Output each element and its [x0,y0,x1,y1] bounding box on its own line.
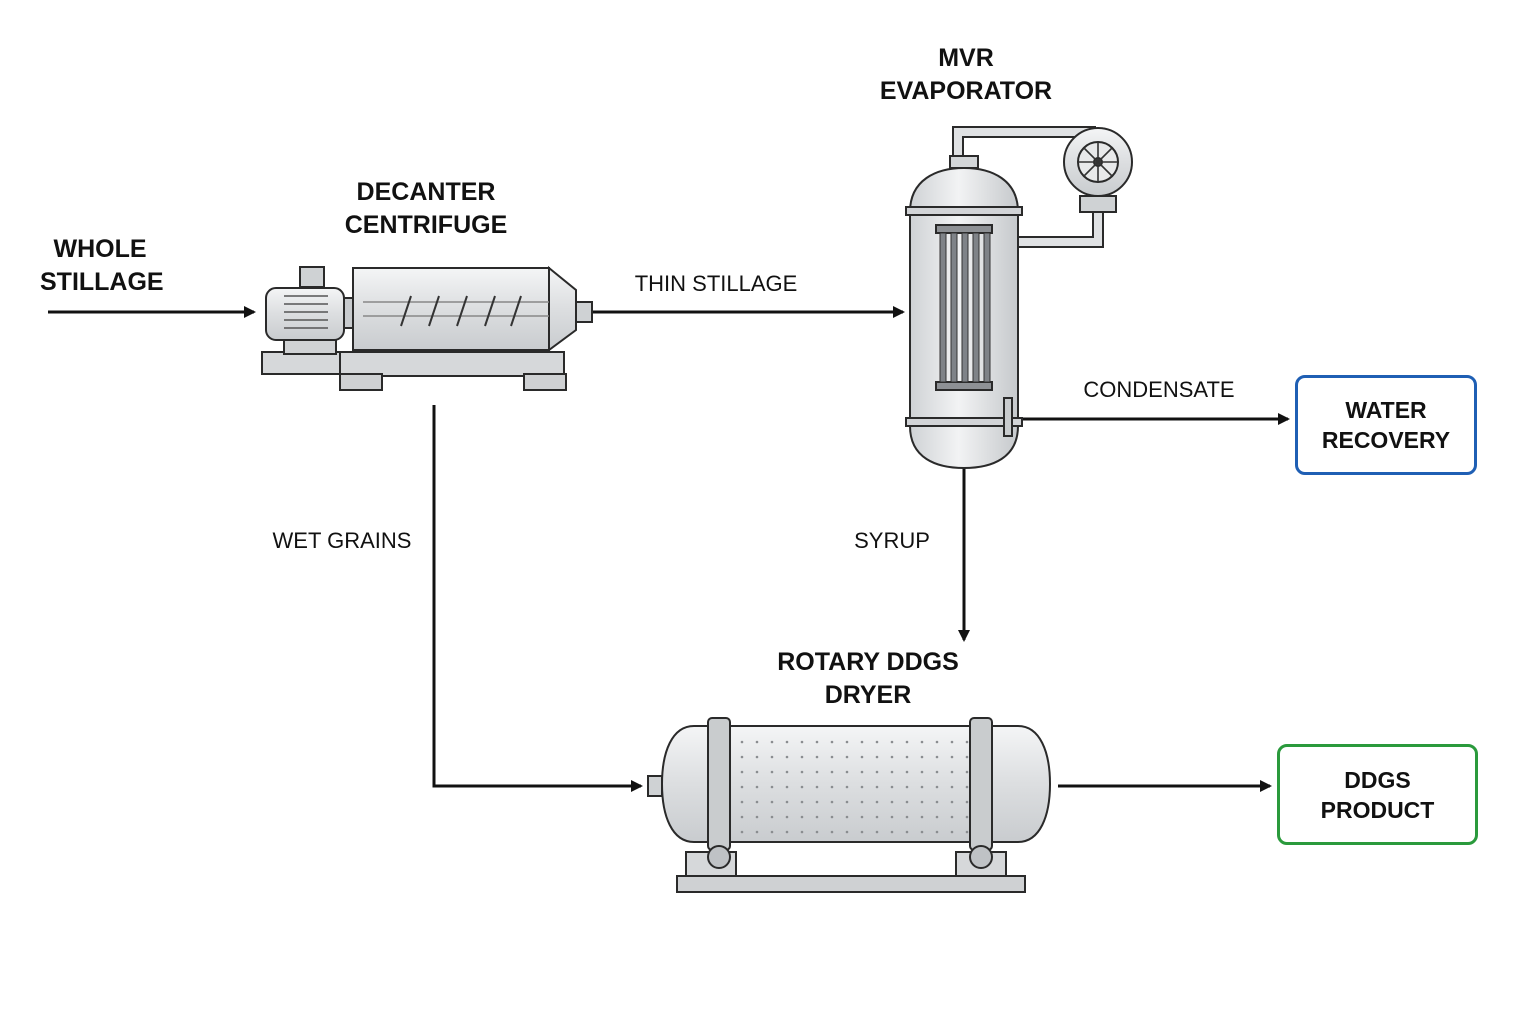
thin-stillage-label: THIN STILLAGE [634,271,798,296]
decanter-centrifuge-icon [261,265,593,391]
whole-stillage-label: WHOLE STILLAGE [40,235,164,296]
condensate-label: CONDENSATE [1083,377,1235,402]
wet-grains-label: WET GRAINS [272,528,412,553]
water-recovery-box: WATER RECOVERY [1295,375,1477,475]
decanter-centrifuge-title: DECANTER CENTRIFUGE [344,178,508,239]
rotary-dryer-title: ROTARY DDGS DRYER [777,648,959,709]
wet-grains-arrow [432,405,643,792]
rotary-dryer-icon [647,717,1052,893]
mvr-evaporator-icon [905,126,1133,470]
flow-lines [48,306,1290,792]
mvr-evaporator-title: MVR EVAPORATOR [879,44,1053,105]
ddgs-product-label-line2: PRODUCT [1320,796,1435,823]
ddgs-product-box: DDGS PRODUCT [1277,744,1478,845]
ddgs-product-label-line1: DDGS [1344,766,1411,793]
water-recovery-label-line2: RECOVERY [1321,427,1451,453]
syrup-label: SYRUP [854,528,930,553]
water-recovery-label-line1: WATER [1345,397,1427,423]
